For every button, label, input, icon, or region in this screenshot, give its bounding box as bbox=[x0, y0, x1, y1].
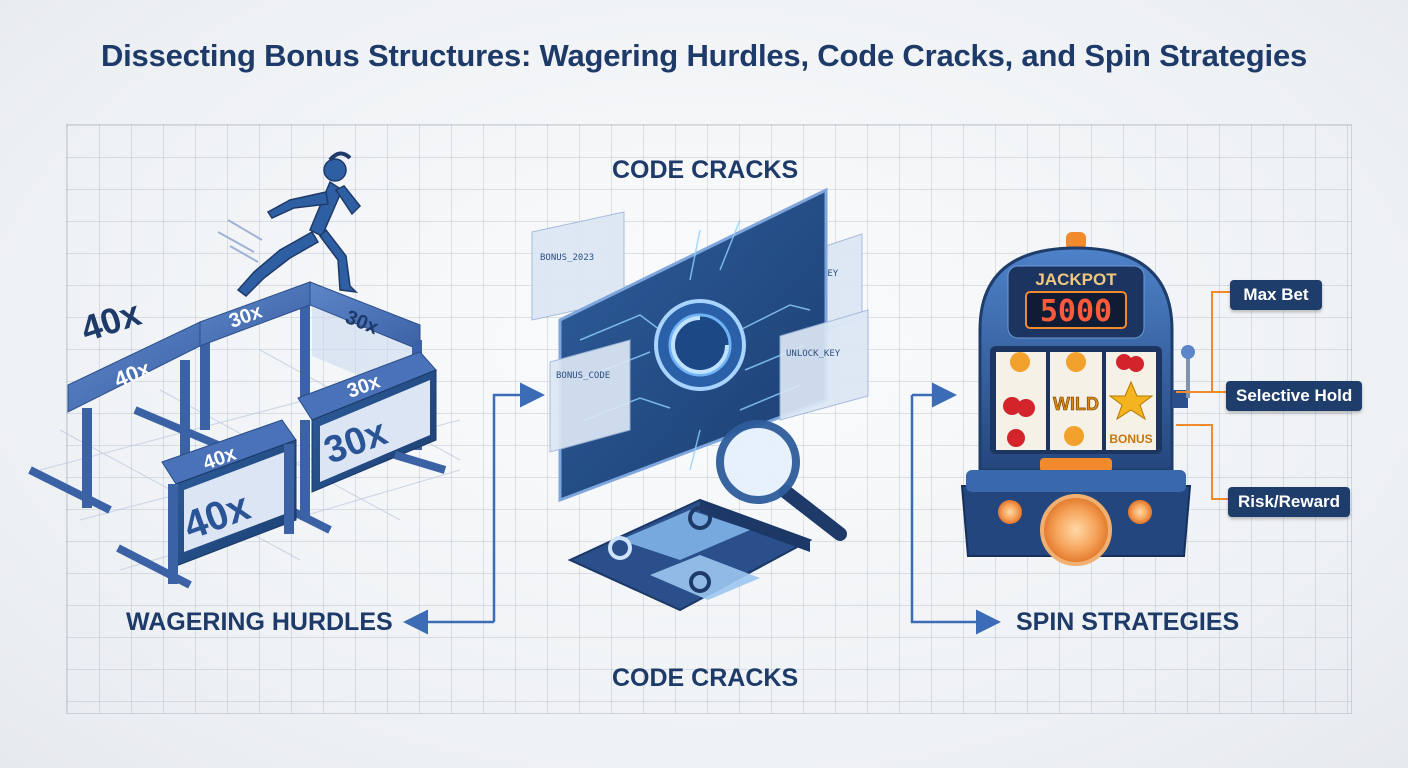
coin-icon bbox=[1064, 426, 1084, 446]
spin-button-icon bbox=[1040, 494, 1112, 566]
gear-icon bbox=[608, 536, 632, 560]
section-label-spin: SPIN STRATEGIES bbox=[1016, 608, 1240, 636]
hurdle-label: 40x bbox=[76, 292, 146, 350]
reel-wild: WILD bbox=[1053, 394, 1099, 414]
jackpot-label: JACKPOT bbox=[1035, 270, 1117, 289]
svg-text:BONUS_2023: BONUS_2023 bbox=[540, 253, 594, 263]
section-label-code-top: CODE CRACKS bbox=[612, 156, 799, 184]
cherry-icon bbox=[1116, 354, 1132, 370]
svg-text:UNLOCK_KEY: UNLOCK_KEY bbox=[786, 349, 841, 359]
coin-icon bbox=[1010, 352, 1030, 372]
connectors bbox=[403, 382, 1001, 635]
magnifier-icon bbox=[716, 420, 847, 541]
hurdle: 40x bbox=[28, 321, 201, 514]
star-icon bbox=[1108, 380, 1154, 421]
coin-icon bbox=[1066, 352, 1086, 372]
page-title: Dissecting Bonus Structures: Wagering Hu… bbox=[100, 38, 1308, 73]
section-label-wagering: WAGERING HURDLES bbox=[126, 608, 393, 636]
gear-icon bbox=[688, 506, 712, 530]
hurdles-group: 40x 40x 30x 30x 30x 30x bbox=[28, 151, 461, 589]
gear-icon bbox=[689, 571, 711, 593]
hurdle: 30x 30x bbox=[288, 351, 447, 534]
motion-lines bbox=[217, 219, 263, 263]
strategy-connectors bbox=[1176, 291, 1230, 500]
strategy-tag-selective-hold: Selective Hold bbox=[1226, 381, 1363, 411]
slot-machine: JACKPOT 5000 WILD BONUS bbox=[960, 232, 1195, 566]
puzzle-icon bbox=[567, 498, 813, 612]
strategy-tag-risk-reward: Risk/Reward bbox=[1228, 487, 1351, 517]
svg-text:BONUS_CODE: BONUS_CODE bbox=[556, 371, 610, 381]
code-panel: UNLOCK_KEY bbox=[779, 309, 869, 421]
cherry-icon bbox=[1017, 399, 1035, 417]
hurdle: 40x 40x bbox=[116, 419, 297, 589]
cherry-icon bbox=[1003, 397, 1021, 415]
section-label-code-bottom: CODE CRACKS bbox=[612, 664, 799, 692]
runner-icon bbox=[236, 151, 362, 297]
reel-bonus: BONUS bbox=[1109, 432, 1152, 446]
jackpot-value: 5000 bbox=[1040, 294, 1112, 329]
strategy-tag-max-bet: Max Bet bbox=[1230, 280, 1322, 310]
code-panel: BONUS_CODE bbox=[549, 339, 631, 453]
cherry-icon bbox=[1128, 356, 1144, 372]
cherry-icon bbox=[1007, 429, 1025, 447]
code-group: BONUS_2023 UNLOCK_KEY BONUS_CODE UNLOCK_… bbox=[531, 187, 869, 612]
dial-icon bbox=[654, 299, 746, 391]
hurdle-label: 30x bbox=[226, 301, 265, 333]
lever-knob bbox=[1181, 345, 1195, 359]
